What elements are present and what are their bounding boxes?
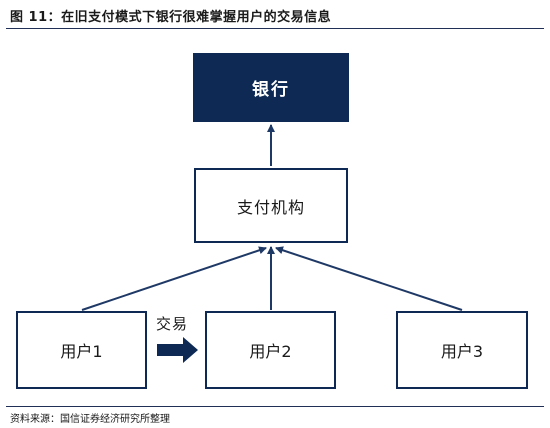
user3-node: 用户3 [396, 311, 528, 389]
user1-node: 用户1 [16, 311, 147, 389]
source-note: 资料来源：国信证券经济研究所整理 [10, 414, 170, 425]
payment-institution-node: 支付机构 [194, 168, 348, 243]
figure-title: 图 11：在旧支付模式下银行很难掌握用户的交易信息 [10, 10, 332, 25]
edge-user1-to-payment [81, 246, 267, 311]
transaction-label: 交易 [156, 315, 189, 333]
title-divider [6, 28, 544, 29]
user2-node: 用户2 [205, 311, 336, 389]
edge-user3-to-payment [275, 246, 463, 311]
transaction-arrow [157, 337, 198, 363]
bank-node: 银行 [193, 53, 349, 122]
source-divider [6, 406, 544, 407]
